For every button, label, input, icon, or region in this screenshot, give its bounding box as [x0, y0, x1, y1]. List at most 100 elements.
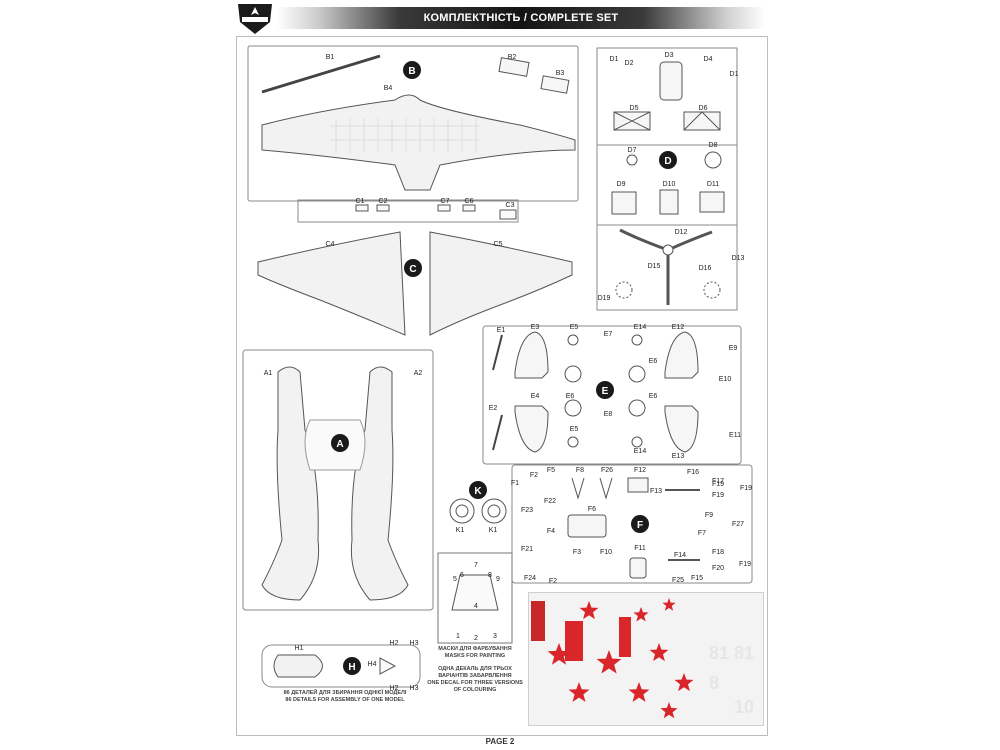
part-label-f: F8	[576, 467, 584, 474]
part-label-d: D9	[617, 181, 626, 188]
part-label-e: E3	[531, 324, 540, 331]
part-label-f: F17	[712, 478, 724, 485]
page-frame	[236, 36, 768, 736]
part-label-h: H3	[410, 640, 419, 647]
part-label-k: K1	[456, 527, 465, 534]
sprue-h	[261, 644, 421, 688]
part-label-b: B1	[326, 54, 335, 61]
decal-caption-ua: ОДНА ДЕКАЛЬ ДЛЯ ТРЬОХ ВАРІАНТІВ ЗАБАРВЛЕ…	[438, 666, 512, 679]
sprue-d-letter: D	[664, 156, 671, 167]
part-label-a: A1	[264, 370, 273, 377]
part-label-d: D6	[699, 105, 708, 112]
part-label-d: D19	[598, 295, 611, 302]
mask-number: 6	[460, 572, 464, 579]
part-label-h: H2	[390, 640, 399, 647]
part-label-e: E11	[729, 432, 741, 439]
decal-sheet: 81 81 8 10	[528, 592, 764, 726]
part-label-f: F19	[712, 492, 724, 499]
part-label-f: F27	[732, 521, 744, 528]
part-label-f: F24	[524, 575, 536, 582]
part-label-c: C2	[379, 198, 388, 205]
part-label-f: F19	[712, 481, 724, 488]
part-label-h: H3	[410, 685, 419, 692]
part-label-c: C4	[326, 241, 335, 248]
sprue-c-letter-badge	[404, 259, 422, 277]
page-number: PAGE 2	[485, 737, 515, 746]
part-label-c: C7	[441, 198, 450, 205]
part-label-d: D12	[675, 229, 688, 236]
part-label-d: D5	[630, 105, 639, 112]
mask-number: 8	[488, 572, 492, 579]
part-label-c: C6	[465, 198, 474, 205]
part-label-e: E6	[566, 393, 575, 400]
mask-number: 3	[493, 633, 497, 640]
part-label-e: E8	[604, 411, 613, 418]
sprue-a-letter: A	[336, 439, 343, 450]
part-label-b: B4	[384, 85, 393, 92]
part-label-f: F13	[650, 488, 662, 495]
part-label-d: D7	[628, 147, 637, 154]
part-label-e: E10	[719, 376, 732, 383]
part-label-e: E4	[531, 393, 540, 400]
sprue-b	[247, 45, 579, 202]
part-label-f: F16	[687, 469, 699, 476]
decal-star	[649, 643, 669, 662]
part-label-d: D10	[663, 181, 676, 188]
part-label-c: C5	[494, 241, 503, 248]
mask-number: 5	[453, 576, 457, 583]
part-c4	[257, 231, 406, 336]
part-label-d: D2	[625, 60, 634, 67]
part-label-e: E14	[634, 448, 647, 455]
decal-star	[596, 650, 622, 674]
part-a1	[261, 366, 320, 601]
part-label-d: D13	[732, 255, 745, 262]
part-label-f: F7	[698, 530, 706, 537]
part-label-e: E9	[729, 345, 738, 352]
part-label-d: D3	[665, 52, 674, 59]
part-label-f: F21	[521, 546, 533, 553]
sprue-e-letter: E	[602, 386, 609, 397]
part-label-f: F22	[544, 498, 556, 505]
modelsvit-logo-icon	[238, 4, 272, 34]
part-label-f: F9	[705, 512, 713, 519]
part-label-d: D15	[648, 263, 661, 270]
part-label-e: E6	[649, 393, 658, 400]
sprue-k-letter-badge	[469, 481, 487, 499]
part-label-h: H1	[295, 645, 304, 652]
part-label-e: E13	[672, 453, 685, 460]
part-label-f: F2	[530, 472, 538, 479]
part-label-d: D8	[709, 142, 718, 149]
decal-star	[547, 643, 571, 665]
mask-number: 4	[474, 603, 478, 610]
mask-number: 2	[474, 635, 478, 642]
sprue-a	[242, 349, 434, 611]
page-title: КОМПЛЕКТНІСТЬ / COMPLETE SET	[423, 12, 619, 24]
sprue-c-letter: C	[409, 264, 416, 275]
part-label-f: F19	[739, 561, 751, 568]
decal-caption: ОДНА ДЕКАЛЬ ДЛЯ ТРЬОХ ВАРІАНТІВ ЗАБАРВЛЕ…	[423, 666, 527, 694]
part-label-a: A2	[414, 370, 423, 377]
decal-star	[568, 682, 590, 702]
part-label-c: C3	[506, 202, 515, 209]
decal-number-3: 8	[709, 673, 719, 693]
part-label-e: E14	[634, 324, 647, 331]
part-label-f: F12	[634, 467, 646, 474]
part-label-e: E1	[497, 327, 506, 334]
sprue-f-letter: F	[637, 520, 643, 531]
part-label-f: F19	[740, 485, 752, 492]
part-label-f: F2	[549, 578, 557, 585]
part-label-f: F6	[588, 506, 596, 513]
mask-sheet	[437, 552, 513, 644]
part-label-e: E2	[489, 405, 498, 412]
part-label-f: F25	[672, 577, 684, 584]
details-caption: 86 ДЕТАЛЕЙ ДЛЯ ЗБИРАННЯ ОДНІЄЇ МОДЕЛІ 86…	[280, 690, 410, 704]
masks-caption-ua: МАСКИ ДЛЯ ФАРБУВАННЯ	[438, 646, 512, 652]
decal-star	[579, 601, 599, 620]
sprue-b-letter: B	[408, 66, 415, 77]
decal-star	[628, 682, 650, 702]
decal-star	[662, 598, 676, 611]
sprue-k-letter: K	[474, 486, 482, 497]
sprue-f	[511, 464, 753, 584]
